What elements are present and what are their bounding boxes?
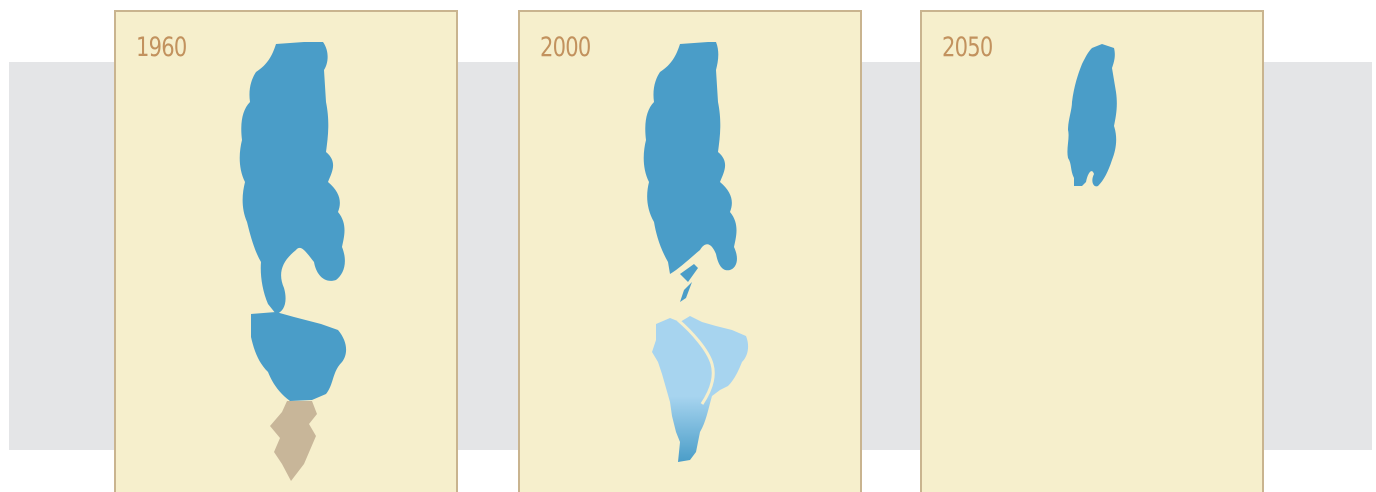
lake-map-2000 [643, 42, 749, 462]
water-body-south-basin [251, 312, 347, 401]
water-channel-fragment-lower [680, 282, 692, 302]
year-label-1960: 1960 [136, 32, 187, 63]
panel-1960: 1960 [114, 10, 458, 492]
dike-line [677, 318, 715, 405]
lake-map-2050 [1067, 44, 1117, 187]
water-body-north-basin [643, 42, 737, 274]
water-channel-fragment [680, 264, 698, 282]
panel-2000: 2000 [518, 10, 862, 492]
water-body-remnant [1067, 44, 1117, 187]
year-label-2050: 2050 [942, 32, 993, 63]
water-body-north-basin [239, 42, 345, 314]
dry-land-south [270, 401, 317, 481]
evaporation-ponds [652, 316, 749, 462]
year-label-2000: 2000 [540, 32, 591, 63]
panel-2050: 2050 [920, 10, 1264, 492]
lake-map-1960 [239, 42, 347, 481]
